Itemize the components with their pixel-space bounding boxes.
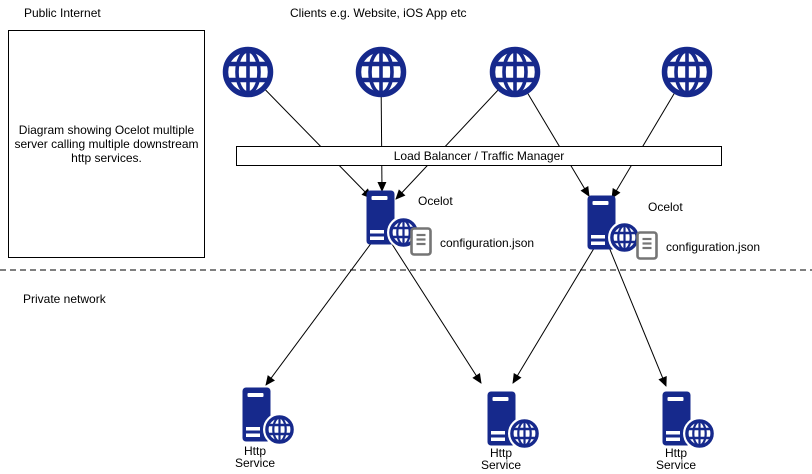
ocelot-2-config-label: configuration.json — [666, 240, 761, 254]
edge-client3-ocelot1 — [395, 71, 516, 200]
http-service-3 server-globe-icon — [661, 390, 717, 457]
http-service-1-label: Http Service — [234, 444, 275, 470]
edge-ocelot2-service2 — [512, 234, 603, 384]
edge-ocelot1-service1 — [265, 229, 382, 386]
client-3 globe-icon — [488, 45, 542, 104]
ocelot-2-label: Ocelot — [648, 200, 683, 214]
ocelot-1 document-icon — [410, 227, 433, 262]
load-balancer-label: Load Balancer / Traffic Manager — [393, 149, 565, 163]
client-1 globe-icon — [221, 45, 275, 104]
public-internet-label: Public Internet — [24, 6, 101, 20]
ocelot-1-label: Ocelot — [418, 194, 453, 208]
http-service-2 server-globe-icon — [486, 390, 542, 457]
ocelot-2 document-icon — [636, 231, 659, 266]
edge-ocelot2-service3 — [603, 234, 667, 387]
edge-ocelot1-service2 — [382, 229, 482, 384]
note-box: Diagram showing Ocelot multiple server c… — [8, 30, 205, 258]
clients-caption: Clients e.g. Website, iOS App etc — [290, 6, 467, 20]
ocelot-1-config-label: configuration.json — [440, 236, 535, 250]
http-service-2-label: Http Service — [480, 446, 521, 472]
private-network-label: Private network — [23, 292, 106, 306]
load-balancer-box: Load Balancer / Traffic Manager — [236, 146, 722, 166]
edge-client1-ocelot1 — [247, 71, 372, 199]
ocelot-2 server-globe-icon — [586, 194, 642, 261]
client-2 globe-icon — [354, 45, 408, 104]
http-service-1 server-globe-icon — [241, 386, 297, 453]
http-service-3-label: Http Service — [655, 446, 696, 472]
note-text: Diagram showing Ocelot multiple server c… — [14, 123, 199, 165]
client-4 globe-icon — [660, 45, 714, 104]
